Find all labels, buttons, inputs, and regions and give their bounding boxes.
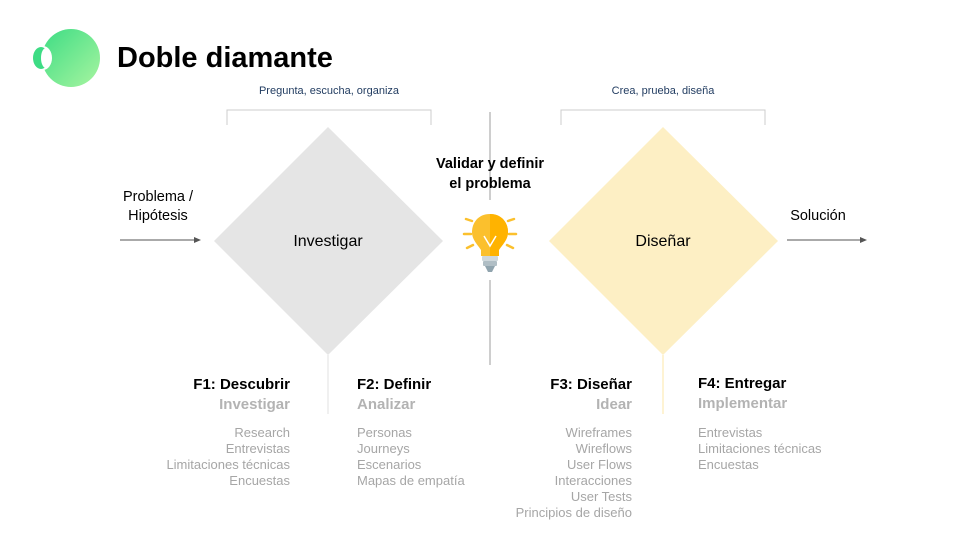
list-item: Encuestas xyxy=(698,457,759,472)
list-item: Limitaciones técnicas xyxy=(166,457,290,472)
phase-f4: F4: Entregar Implementar Entrevistas Lim… xyxy=(698,374,822,473)
phase-f1-subtitle: Investigar xyxy=(219,396,290,413)
diamond-investigar xyxy=(214,127,443,355)
list-item: Escenarios xyxy=(357,457,422,472)
list-item: Journeys xyxy=(357,441,410,456)
phase-f1-items: Research Entrevistas Limitaciones técnic… xyxy=(166,425,290,489)
page-title: Doble diamante xyxy=(117,42,333,74)
phase-f2-title: F2: Definir xyxy=(357,376,432,393)
phase-f1-title: F1: Descubrir xyxy=(193,376,290,393)
diamond-label-investigar: Investigar xyxy=(293,233,363,250)
list-item: Wireframes xyxy=(565,425,632,440)
left-bracket xyxy=(226,109,432,125)
input-label: Problema / Hipótesis xyxy=(108,188,208,226)
list-item: Mapas de empatía xyxy=(357,473,465,488)
center-title-line1: Validar y definir xyxy=(436,156,544,172)
phase-f3-title: F3: Diseñar xyxy=(550,376,632,393)
input-arrow-head xyxy=(194,237,201,243)
list-item: Interacciones xyxy=(554,473,632,488)
bracket-caption-right: Crea, prueba, diseña xyxy=(611,85,715,97)
phase-f2-subtitle: Analizar xyxy=(357,396,416,413)
diamond-disenar xyxy=(549,127,778,355)
list-item: Research xyxy=(234,425,290,440)
input-label-line1: Problema / xyxy=(122,189,194,205)
phase-f4-items: Entrevistas Limitaciones técnicas Encues… xyxy=(698,425,822,473)
center-title-line2: el problema xyxy=(449,176,531,192)
phase-f1: F1: Descubrir Investigar Research Entrev… xyxy=(166,375,290,489)
phase-f2-items: Personas Journeys Escenarios Mapas de em… xyxy=(357,425,465,489)
list-item: Encuestas xyxy=(229,473,290,488)
diamond-label-disenar: Diseñar xyxy=(635,233,691,250)
list-item: Wireflows xyxy=(575,441,632,456)
list-item: Personas xyxy=(357,425,412,440)
output-arrow-head xyxy=(860,237,867,243)
bracket-caption-left: Pregunta, escucha, organiza xyxy=(258,85,400,97)
input-label-line2: Hipótesis xyxy=(128,208,188,224)
phase-f2: F2: Definir Analizar Personas Journeys E… xyxy=(357,375,465,489)
lightbulb-icon xyxy=(462,214,518,272)
phase-f3-items: Wireframes Wireflows User Flows Interacc… xyxy=(516,425,632,521)
phase-f3-subtitle: Idear xyxy=(596,396,632,413)
list-item: Entrevistas xyxy=(698,425,763,440)
phase-f4-subtitle: Implementar xyxy=(698,395,788,412)
list-item: User Flows xyxy=(566,457,632,472)
phase-f3: F3: Diseñar Idear Wireframes Wireflows U… xyxy=(516,375,632,521)
output-label: Solución xyxy=(790,208,846,224)
logo-icon xyxy=(33,29,100,87)
list-item: Entrevistas xyxy=(225,441,290,456)
list-item: Limitaciones técnicas xyxy=(698,441,822,456)
center-title: Validar y definir el problema xyxy=(410,154,570,194)
list-item: Principios de diseño xyxy=(515,505,632,520)
right-bracket xyxy=(560,109,766,125)
list-item: User Tests xyxy=(570,489,632,504)
phase-f4-title: F4: Entregar xyxy=(698,375,787,392)
